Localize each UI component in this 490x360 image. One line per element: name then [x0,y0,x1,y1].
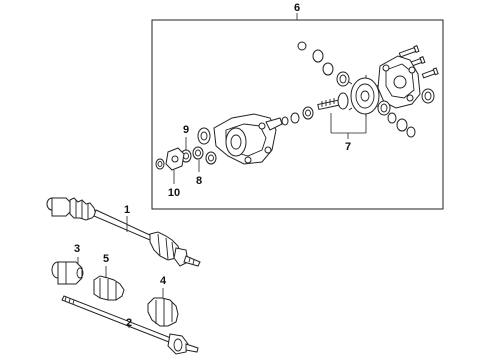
callout-2: 2 [126,317,132,329]
inner-cv-joint [51,261,84,285]
callout-9: 9 [183,124,189,136]
callout-5: 5 [103,253,109,265]
pinion-flange [165,147,185,171]
ring-gear [348,75,381,117]
front-housing [213,113,283,165]
differential-carrier-case [377,55,421,109]
callout-6: 6 [294,2,300,14]
pinion-gear [317,92,349,111]
lower-right-washers [377,100,416,138]
callout-8: 8 [196,175,202,187]
outer-boot [147,297,179,327]
pinion-bearing-row [281,106,314,126]
axle-shaft-assembly [46,197,201,267]
cover-bolts [398,45,439,79]
axle-shaft [61,295,199,355]
leader-7 [330,113,367,139]
side-bearing-right [421,88,435,104]
callout-3: 3 [74,243,80,255]
front-bearing-row [192,127,217,165]
callout-4: 4 [160,275,167,287]
pinion-nut [155,158,165,170]
callout-7: 7 [345,141,351,153]
inner-boot [93,275,125,301]
differential-assembly-frame [151,19,444,210]
callout-1: 1 [124,204,130,216]
callout-10: 10 [168,187,180,199]
upper-washer-row [297,41,350,87]
